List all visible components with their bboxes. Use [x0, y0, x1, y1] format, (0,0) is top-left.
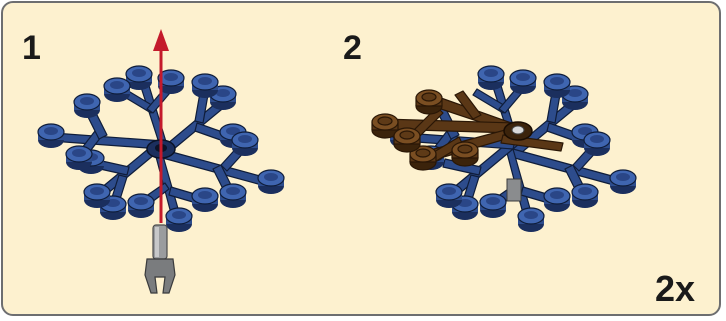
step-2-brown-snowflake: [371, 89, 564, 171]
technic-pin-with-clip: [144, 224, 176, 294]
step-1-number: 1: [22, 29, 41, 67]
multiplier-label: 2x: [655, 268, 696, 309]
step-2-blue-snowflake: [389, 65, 637, 233]
instruction-panel: 1 2 2x: [1, 1, 721, 316]
step-2-number: 2: [343, 29, 362, 67]
insert-arrow: [153, 29, 169, 223]
build-illustration: [37, 29, 637, 294]
